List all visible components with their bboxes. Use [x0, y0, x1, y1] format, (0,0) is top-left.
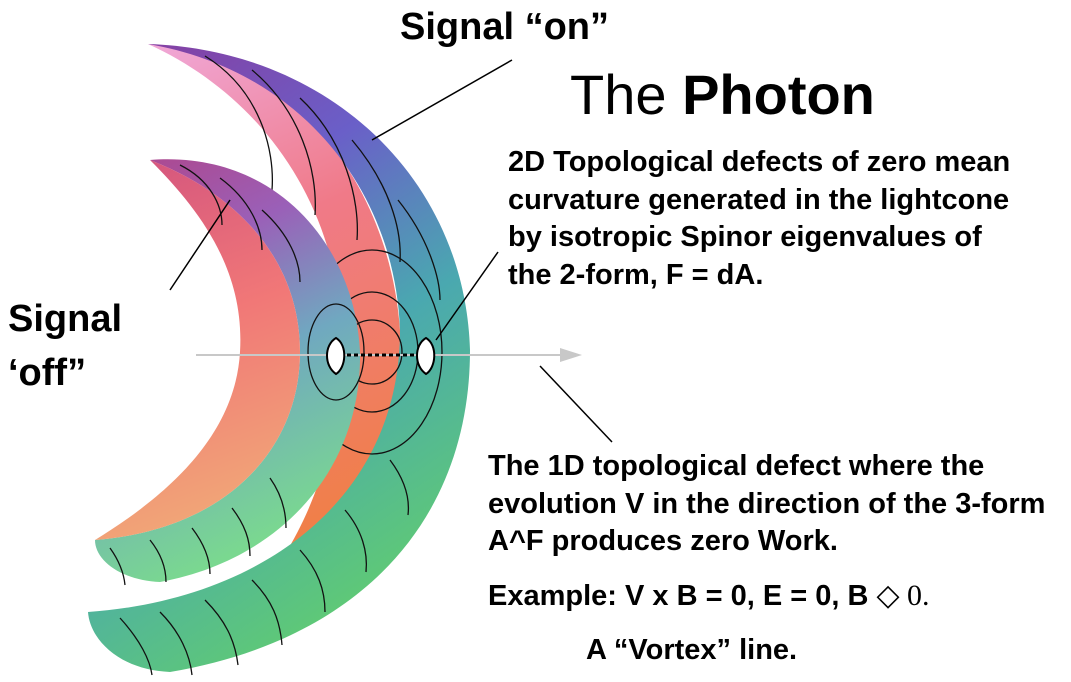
leader-signal-off [169, 199, 231, 291]
defect-off [326, 336, 346, 376]
signal-on-label: Signal “on” [400, 6, 609, 48]
leader-2d-defect [435, 251, 499, 341]
leader-signal-on [371, 59, 513, 141]
example-tail: 0. [899, 579, 930, 612]
example-equation: Example: V x B = 0, E = 0, B ◇ 0. [488, 578, 930, 613]
signal-off-line2: ‘off” [8, 352, 87, 394]
diamond-icon: ◇ [876, 579, 900, 612]
title-prefix: The [570, 63, 683, 126]
back-shell-outer-face [88, 44, 470, 672]
signal-off-label: Signal ‘off” [8, 292, 168, 400]
vortex-line [326, 336, 436, 376]
leader-lines [169, 59, 613, 443]
back-shell-inner-face [148, 44, 401, 622]
signal-off-shell [95, 159, 365, 586]
leader-1d-defect [539, 365, 613, 443]
defect-on [416, 336, 436, 376]
page-title: The Photon [570, 62, 875, 127]
signal-off-line1: Signal [8, 298, 123, 340]
front-shell-inner-face [95, 160, 300, 540]
description-1d-defect: The 1D topological defect where the evol… [488, 450, 1046, 557]
example-text: Example: V x B = 0, E = 0, B [488, 580, 877, 612]
back-shell-grid [119, 55, 443, 676]
front-shell-grid [109, 164, 365, 586]
front-shell-outer-face [95, 159, 361, 583]
description-2d-defects: 2D Topological defects of zero mean curv… [508, 146, 1011, 291]
vortex-caption: A “Vortex” line. [586, 634, 798, 666]
title-bold: Photon [682, 63, 875, 126]
signal-on-shell [88, 44, 470, 676]
